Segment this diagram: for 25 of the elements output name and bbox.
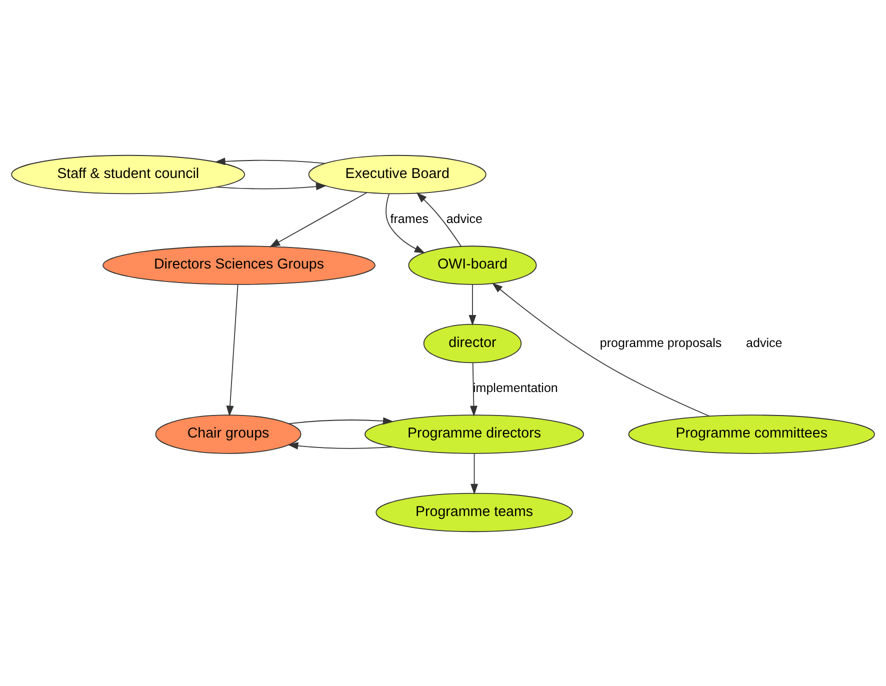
arrow [215, 182, 327, 190]
arrow [470, 362, 478, 416]
node-ellipse: Directors Sciences Groups [102, 245, 376, 284]
edge-label: frames [390, 212, 429, 226]
node-ellipse: Programme committees [628, 414, 875, 454]
edge-label: advice [446, 212, 483, 226]
edge-label: programme proposals [600, 335, 722, 350]
arrow [470, 452, 478, 494]
node-ellipse: director [423, 323, 522, 363]
arrow [416, 192, 462, 246]
arrow [288, 416, 394, 424]
arrow [492, 282, 710, 416]
arrow [226, 283, 238, 416]
arrow [468, 283, 476, 326]
node-ellipse: Executive Board [308, 154, 486, 194]
node-ellipse: Programme directors [364, 414, 584, 454]
edge-label: implementation [472, 380, 558, 395]
arrow [386, 192, 426, 253]
node-ellipse: Programme teams [376, 492, 573, 532]
arrow [287, 442, 393, 450]
arrow [269, 192, 368, 247]
arrow [214, 157, 326, 165]
label: advice [746, 335, 782, 350]
node-ellipse: Staff & student council [11, 154, 246, 194]
node-ellipse: Chair groups [155, 414, 302, 454]
